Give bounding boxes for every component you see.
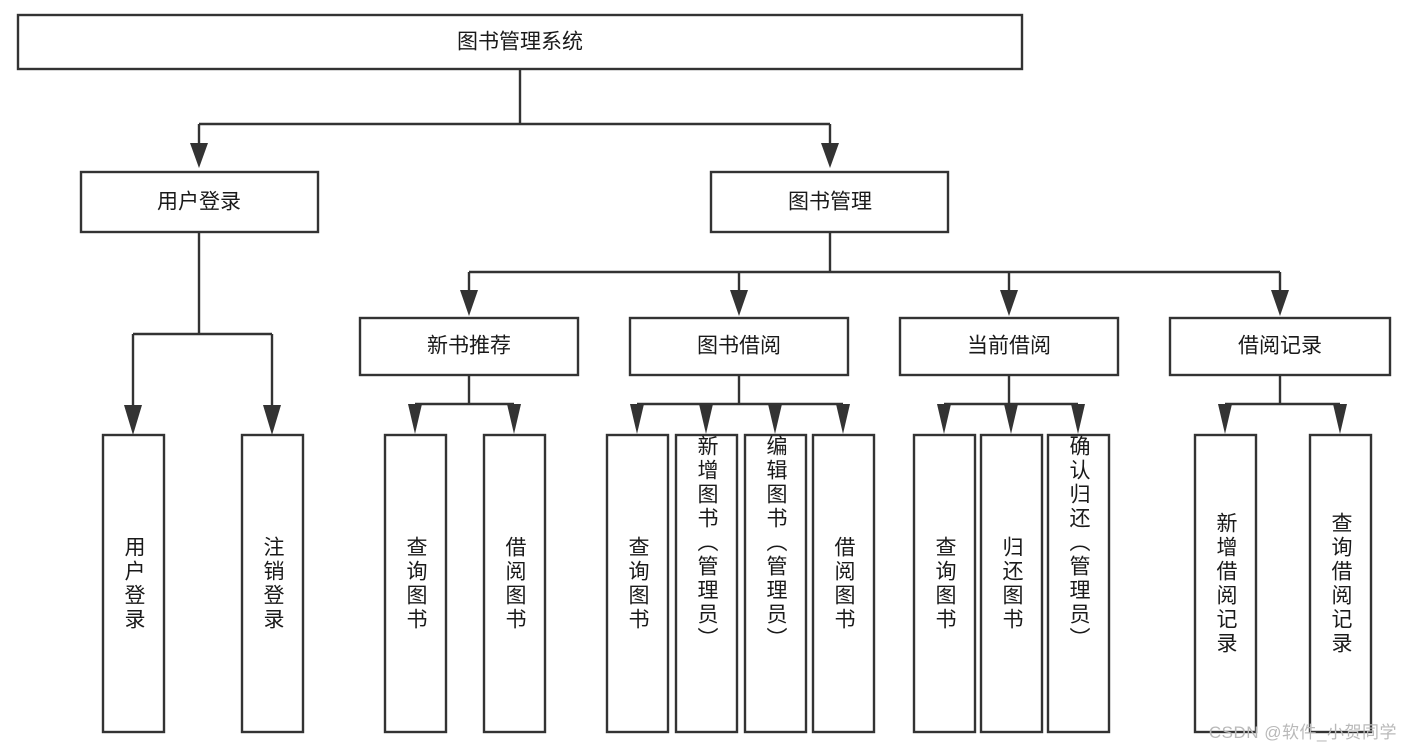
leaf-label-query-book-a: 查询图书 <box>404 535 427 632</box>
arrowhead-to-book-borrow <box>730 290 748 316</box>
leaf-label-add-record: 新增借阅记录 <box>1214 511 1237 656</box>
leaf-label-add-book: 新增图书（管理员） <box>695 435 718 651</box>
arrowhead-leaf-confirm-return <box>1071 404 1085 434</box>
arrowhead-leaf-borrow-book-a <box>507 404 521 434</box>
labels-layer: 图书管理系统 用户登录 图书管理 新书推荐 图书借阅 当前借阅 借阅记录 <box>157 31 1322 358</box>
node-box-new-book-rec[interactable] <box>358 316 580 377</box>
arrowhead-leaf-query-book-a <box>408 404 422 434</box>
csdn-watermark: CSDN @软件_小贺同学 <box>1208 723 1397 742</box>
node-box-leaf-query-book-b[interactable] <box>605 433 670 734</box>
arrowhead-leaf-user-login <box>124 405 142 435</box>
arrowhead-leaf-logout <box>263 405 281 435</box>
node-box-leaf-query-book-a[interactable] <box>383 433 448 734</box>
leaf-label-query-book-c: 查询图书 <box>933 535 956 632</box>
arrowhead-leaf-query-book-c <box>937 404 951 434</box>
arrowhead-leaf-query-record <box>1333 404 1347 434</box>
node-box-root[interactable] <box>16 13 1024 71</box>
node-label-borrow-record: 借阅记录 <box>1238 335 1322 358</box>
arrowheads-layer <box>124 143 1347 435</box>
arrowhead-to-user-login <box>190 143 208 168</box>
node-box-leaf-user-login[interactable] <box>101 433 166 734</box>
arrowhead-to-borrow-record <box>1271 290 1289 316</box>
node-label-book-manage: 图书管理 <box>788 191 872 214</box>
leaf-label-borrow-book-a: 借阅图书 <box>503 535 526 632</box>
arrowhead-to-new-book-rec <box>460 290 478 316</box>
node-label-book-borrow: 图书借阅 <box>697 335 781 358</box>
node-label-new-book-rec: 新书推荐 <box>427 335 511 358</box>
arrowhead-leaf-add-book <box>699 404 713 434</box>
node-box-leaf-edit-book[interactable] <box>743 433 808 734</box>
node-box-leaf-borrow-book-b[interactable] <box>811 433 876 734</box>
node-box-leaf-borrow-book-a[interactable] <box>482 433 547 734</box>
node-box-leaf-query-record[interactable] <box>1308 433 1373 734</box>
arrowhead-to-current-borrow <box>1000 290 1018 316</box>
arrowhead-to-book-manage <box>821 143 839 168</box>
node-box-leaf-add-book[interactable] <box>674 433 739 734</box>
leaf-label-query-record: 查询借阅记录 <box>1329 511 1352 656</box>
arrowhead-leaf-return-book <box>1004 404 1018 434</box>
node-box-leaf-logout[interactable] <box>240 433 305 734</box>
node-label-root: 图书管理系统 <box>457 31 583 54</box>
arrowhead-leaf-edit-book <box>768 404 782 434</box>
arrowhead-leaf-query-book-b <box>630 404 644 434</box>
node-box-borrow-record[interactable] <box>1168 316 1392 377</box>
leaf-label-user-login: 用户登录 <box>122 535 145 632</box>
node-box-book-borrow[interactable] <box>628 316 850 377</box>
node-box-leaf-add-record[interactable] <box>1193 433 1258 734</box>
node-box-current-borrow[interactable] <box>898 316 1120 377</box>
node-label-user-login: 用户登录 <box>157 191 241 214</box>
node-box-leaf-return-book[interactable] <box>979 433 1044 734</box>
leaf-label-confirm-return: 确认归还（管理员） <box>1067 435 1090 651</box>
leaf-label-edit-book: 编辑图书（管理员） <box>764 435 787 651</box>
node-box-book-manage[interactable] <box>709 170 950 234</box>
arrowhead-leaf-borrow-book-b <box>836 404 850 434</box>
leaf-label-query-book-b: 查询图书 <box>626 535 649 632</box>
leaf-label-logout: 注销登录 <box>261 535 284 632</box>
arrowhead-leaf-add-record <box>1218 404 1232 434</box>
node-box-leaf-query-book-c[interactable] <box>912 433 977 734</box>
leaf-label-borrow-book-b: 借阅图书 <box>832 535 855 632</box>
node-box-leaf-confirm-return[interactable] <box>1046 433 1111 734</box>
node-label-current-borrow: 当前借阅 <box>967 335 1051 358</box>
leaf-label-return-book: 归还图书 <box>1000 535 1023 632</box>
node-box-user-login[interactable] <box>79 170 320 234</box>
boxes-layer <box>16 13 1392 734</box>
